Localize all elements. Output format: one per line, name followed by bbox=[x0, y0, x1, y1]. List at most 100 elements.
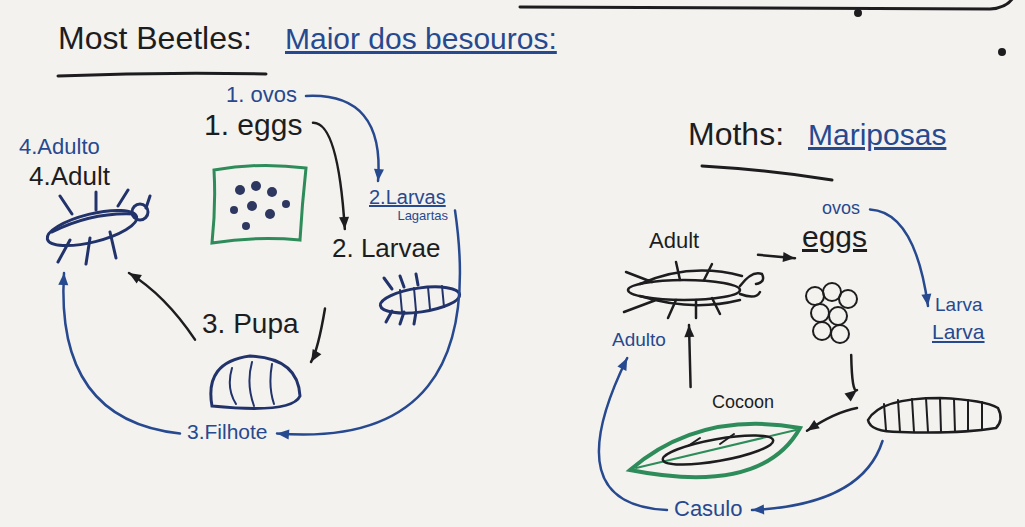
stage-node: 1. eggs bbox=[200, 106, 310, 246]
arrow-line bbox=[870, 210, 928, 307]
stage-arrow bbox=[684, 325, 694, 387]
stage-label: Larva bbox=[935, 294, 983, 316]
egg bbox=[230, 206, 238, 214]
stage-label: 1. ovos bbox=[226, 82, 297, 107]
arrow-head bbox=[311, 349, 321, 362]
arrow-head bbox=[752, 504, 764, 514]
egg bbox=[811, 304, 829, 322]
stage-node: 4.Adulto bbox=[15, 132, 106, 164]
stage-node: Adult bbox=[645, 226, 755, 322]
arrow-head bbox=[921, 293, 931, 306]
stage-node: Casulo bbox=[670, 494, 749, 526]
stage-node: Cocoon bbox=[624, 390, 804, 492]
cocoon-leaf bbox=[630, 424, 800, 477]
stage-arrow bbox=[129, 273, 195, 340]
arrow-head bbox=[339, 217, 349, 229]
stage-arrow bbox=[313, 123, 349, 229]
egg bbox=[806, 287, 824, 305]
arrow-line bbox=[313, 123, 345, 229]
stage-node: eggs bbox=[798, 218, 874, 352]
stage-arrow bbox=[599, 358, 667, 510]
paper-marks bbox=[58, 0, 1014, 180]
stage-node: Adulto bbox=[608, 327, 672, 355]
egg bbox=[235, 185, 245, 195]
stage-label: Casulo bbox=[674, 496, 742, 521]
stage-arrow bbox=[752, 441, 883, 514]
egg bbox=[839, 290, 857, 308]
ink-dot bbox=[856, 11, 861, 16]
stage-arrow bbox=[58, 273, 180, 434]
stage-arrow bbox=[807, 408, 857, 431]
heading-label: Mariposas bbox=[808, 118, 946, 153]
heading-label: Maior dos besouros: bbox=[285, 22, 557, 57]
stage-label: Adult bbox=[649, 228, 699, 253]
arrow-head bbox=[617, 358, 627, 371]
arrow-head bbox=[845, 390, 857, 401]
arrow-head bbox=[807, 420, 820, 431]
arrow-line bbox=[599, 358, 667, 510]
moth-eggs bbox=[806, 283, 857, 343]
stage-node: 4.Adult bbox=[25, 160, 155, 270]
cocoon bbox=[661, 429, 775, 470]
arrow-line bbox=[63, 273, 180, 434]
beetle-wing bbox=[52, 214, 134, 232]
stage-label: 2. Larvae bbox=[332, 234, 440, 264]
stage-label: Cocoon bbox=[712, 392, 774, 413]
arrow-head bbox=[58, 273, 68, 285]
arrow-head bbox=[783, 252, 795, 262]
egg bbox=[247, 201, 257, 211]
heading-label: Most Beetles: bbox=[58, 20, 252, 57]
arrow-line bbox=[306, 96, 379, 181]
arrow-line bbox=[807, 408, 857, 431]
stage-label: 4.Adulto bbox=[19, 134, 100, 159]
moth-adult bbox=[624, 262, 763, 318]
stage-arrow bbox=[870, 210, 931, 307]
ink-dot bbox=[1000, 50, 1005, 55]
egg bbox=[251, 181, 261, 191]
stage-node: Larva bbox=[931, 292, 989, 320]
arrow-head bbox=[277, 429, 289, 439]
stage-label: eggs bbox=[802, 220, 867, 255]
stage-arrow bbox=[845, 355, 857, 401]
egg-dots bbox=[230, 181, 290, 230]
egg-patch bbox=[212, 165, 306, 243]
arrow-head bbox=[684, 325, 694, 337]
moth-legs bbox=[668, 262, 720, 318]
stage-arrow bbox=[311, 308, 325, 362]
stage-arrow bbox=[306, 96, 384, 181]
moth-antennae bbox=[740, 273, 763, 296]
stage-node: ovos bbox=[818, 196, 867, 223]
stage-note: Lagartas bbox=[397, 209, 448, 224]
beetle-legs bbox=[58, 190, 150, 264]
stage-label: 3. Pupa bbox=[202, 308, 299, 340]
arrow-line bbox=[129, 273, 195, 340]
beetle-eggs bbox=[212, 165, 306, 243]
stage-label: ovos bbox=[822, 198, 860, 219]
stage-label: Adulto bbox=[612, 329, 666, 351]
heading-underline bbox=[58, 73, 266, 76]
beetle-pupa bbox=[211, 356, 300, 408]
arrow-line bbox=[851, 355, 857, 390]
egg bbox=[267, 187, 277, 197]
moth-larva bbox=[868, 398, 1001, 433]
arrow-line bbox=[277, 210, 460, 434]
caterpillar-segments bbox=[884, 398, 982, 432]
arrow-head bbox=[129, 273, 142, 284]
egg bbox=[829, 307, 847, 325]
beetle-larva bbox=[379, 274, 462, 324]
egg bbox=[813, 322, 831, 340]
beetle-body bbox=[44, 203, 140, 252]
stage-arrow bbox=[758, 252, 795, 262]
moth-wings bbox=[624, 271, 742, 312]
stage-node: 3. Pupa bbox=[198, 306, 308, 418]
top-line bbox=[520, 0, 1014, 9]
arrow-line bbox=[752, 441, 883, 510]
stage-node: 2.LarvasLagartas bbox=[365, 184, 452, 228]
heading-label: Moths: bbox=[688, 116, 784, 153]
egg bbox=[265, 209, 275, 219]
egg bbox=[282, 200, 290, 208]
stage-label: 2.Larvas bbox=[369, 186, 446, 209]
